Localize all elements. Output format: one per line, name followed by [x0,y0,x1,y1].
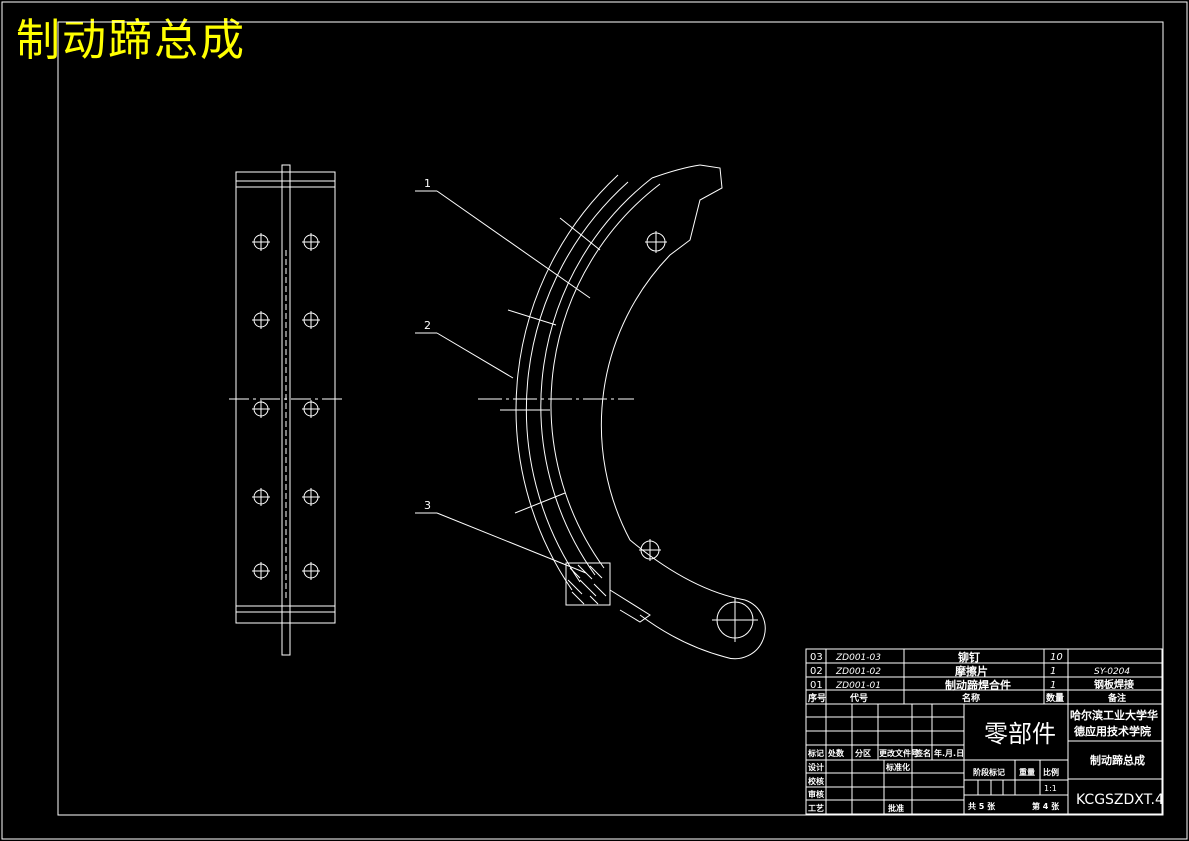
leader-lines [415,190,591,574]
bom-code-03: ZD001-03 [835,653,881,663]
bom-code-02: ZD001-02 [835,667,881,677]
side-view [229,164,343,656]
callout-2: 2 [424,319,431,332]
role-process: 工艺 [808,803,824,813]
sheet-number: 第 4 张 [1032,801,1060,811]
scale-value: 1:1 [1044,784,1057,793]
stage-label: 阶段标记 [973,767,1005,777]
drawing-title: 制动蹄总成 [16,15,246,66]
bom-header-material: 备注 [1107,692,1126,704]
drawing-name: 制动蹄总成 [1090,753,1145,767]
bom-header-qty: 数量 [1046,692,1064,704]
rivet-holes-side [252,233,320,580]
bom-material-02: SY-0204 [1094,667,1130,677]
bom-qty-03: 10 [1050,652,1063,663]
rev-header-count: 处数 [827,748,845,758]
role-review: 审核 [808,789,824,799]
role-design: 设计 [808,762,824,772]
bom-seq-01: 01 [810,680,823,691]
school-line-2: 德应用技术学院 [1073,724,1151,738]
bom-header-name: 名称 [962,692,980,704]
role-approve: 批准 [888,803,904,813]
drawing-number: KCGSZDXT.4 [1076,792,1164,808]
bom-code-01: ZD001-01 [835,681,881,691]
bom-qty-01: 1 [1050,680,1056,691]
rev-header-change-doc: 更改文件号 [879,748,919,758]
rev-header-zone: 分区 [855,748,871,758]
rev-header-date: 年.月.日 [934,748,964,758]
school-line-1: 哈尔滨工业大学华 [1070,708,1158,722]
bom-seq-02: 02 [810,666,823,677]
bom-name-01: 制动蹄焊合件 [945,678,1011,692]
weight-label: 重量 [1019,767,1035,777]
front-view [478,164,766,660]
callout-1: 1 [424,177,431,190]
bom-name-02: 摩擦片 [955,664,988,678]
bom-name-03: 铆钉 [958,650,980,664]
inner-border [57,21,1164,816]
bom-qty-02: 1 [1050,666,1056,677]
sheets-total: 共 5 张 [968,801,996,811]
callout-3: 3 [424,499,431,512]
title-block [805,703,1163,815]
role-standardize: 标准化 [885,762,910,772]
bom-header-code: 代号 [849,692,868,704]
role-check: 校核 [808,776,824,786]
rev-header-sign: 签名 [914,748,931,758]
bom-material-01: 钢板焊接 [1094,678,1134,691]
rev-header-mark: 标记 [807,748,824,758]
part-type-label: 零部件 [984,720,1056,748]
scale-label: 比例 [1043,767,1059,777]
bom-seq-03: 03 [810,652,823,663]
bom-header-seq: 序号 [808,692,826,704]
bill-of-materials [805,648,1163,705]
